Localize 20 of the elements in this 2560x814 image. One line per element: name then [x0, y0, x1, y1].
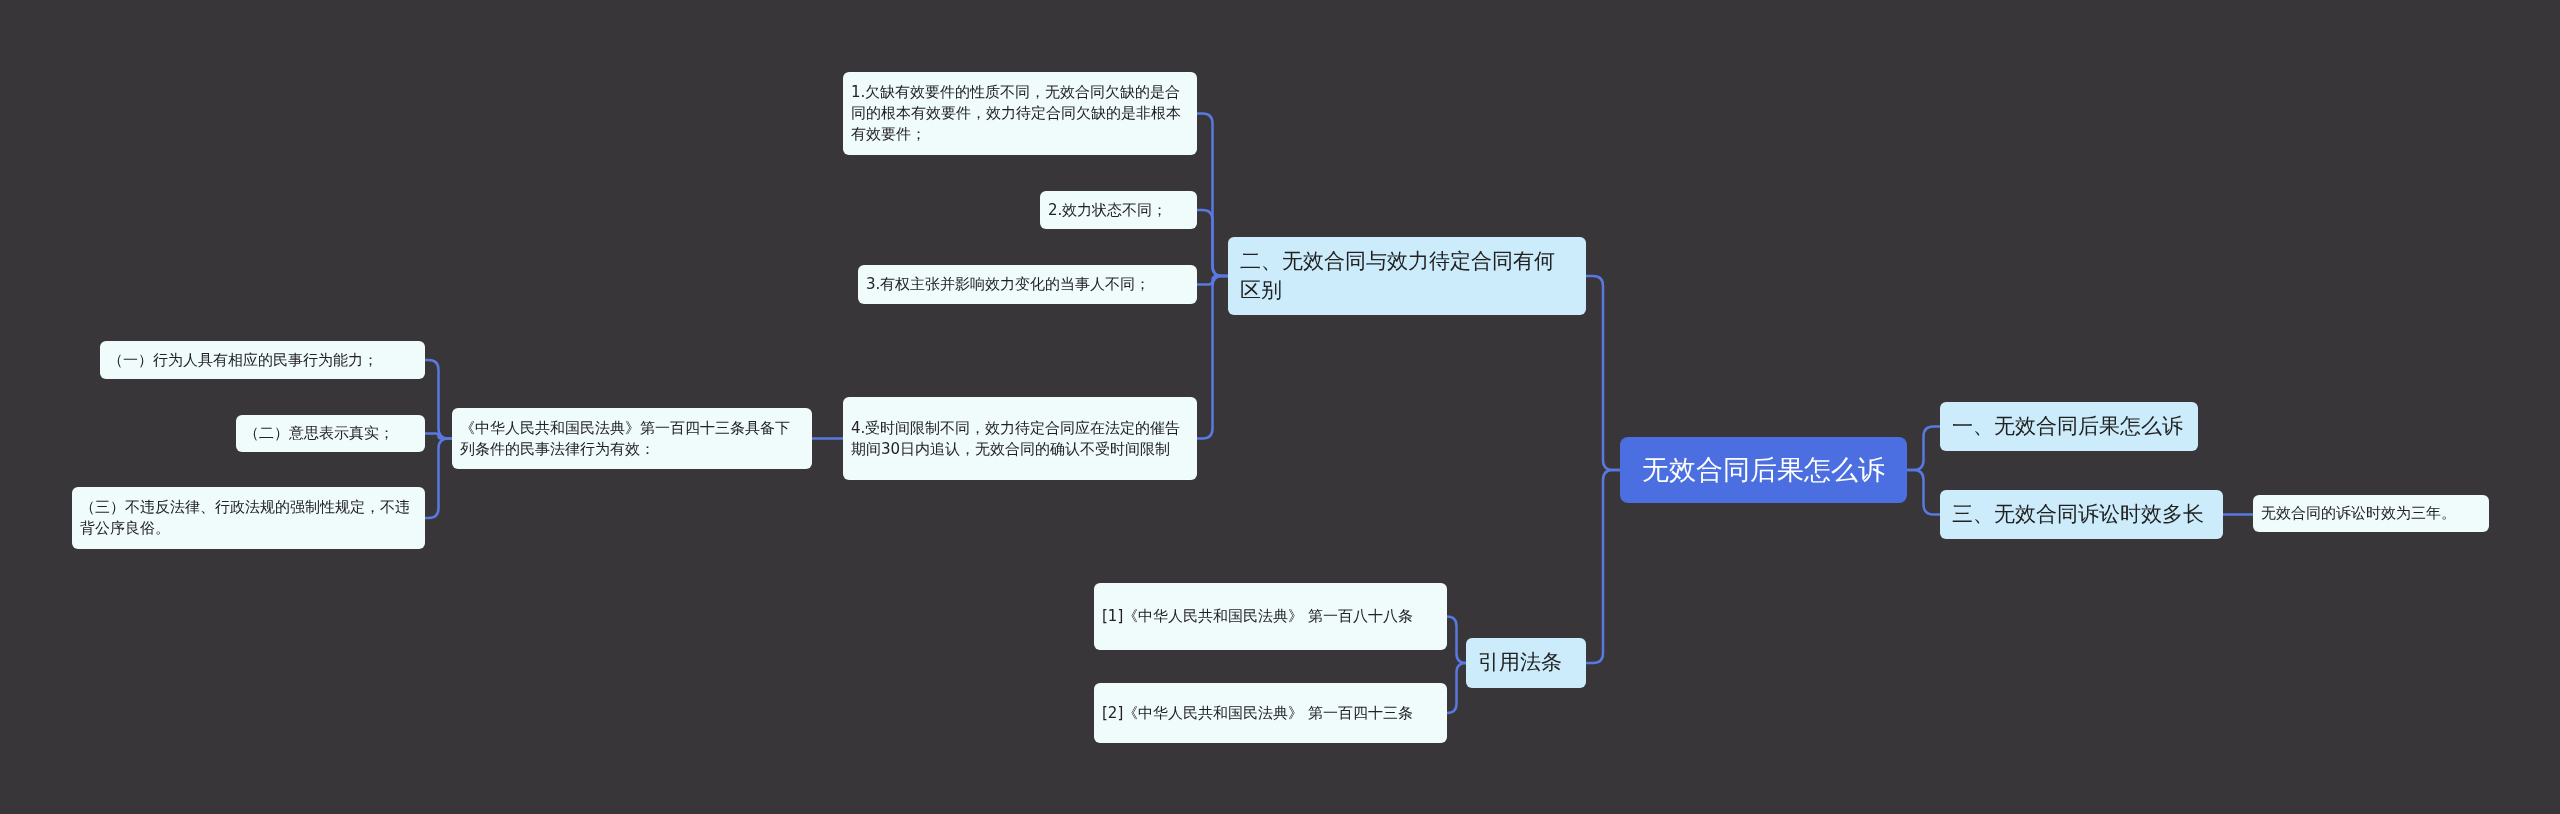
connector-line — [1907, 468, 1940, 516]
central-topic: 无效合同后果怎么诉 — [1620, 437, 1907, 503]
connector-line — [2223, 513, 2253, 516]
connector-line — [1445, 661, 1468, 715]
note-box: 4.受时间限制不同，效力待定合同应在法定的催告期间30日内追认，无效合同的确认不受时间限制 — [843, 397, 1197, 480]
note-box: 3.有权主张并影响效力变化的当事人不同； — [858, 265, 1197, 304]
topic-box: 二、无效合同与效力待定合同有何区别 — [1228, 237, 1586, 315]
note-box: 2.效力状态不同； — [1040, 191, 1197, 229]
note-box: [1]《中华人民共和国民法典》 第一百八十八条 — [1094, 583, 1447, 650]
note-box: （三）不违反法律、行政法规的强制性规定，不违背公序良俗。 — [72, 487, 425, 549]
note-box: （一）行为人具有相应的民事行为能力； — [100, 341, 425, 379]
note-box: [2]《中华人民共和国民法典》 第一百四十三条 — [1094, 683, 1447, 743]
topic-box: 一、无效合同后果怎么诉 — [1940, 402, 2198, 451]
topic-box: 三、无效合同诉讼时效多长 — [1940, 490, 2223, 539]
topic-box: 引用法条 — [1466, 638, 1586, 688]
note-box: 1.欠缺有效要件的性质不同，无效合同欠缺的是合同的根本有效要件，效力待定合同欠缺的是非根本有效要件； — [843, 72, 1197, 155]
note-box: 《中华人民共和国民法典》第一百四十三条具备下列条件的民事法律行为有效： — [452, 408, 812, 469]
connector-line — [812, 437, 843, 440]
note-box: 无效合同的诉讼时效为三年。 — [2253, 495, 2489, 532]
note-box: （二）意思表示真实； — [236, 415, 425, 452]
